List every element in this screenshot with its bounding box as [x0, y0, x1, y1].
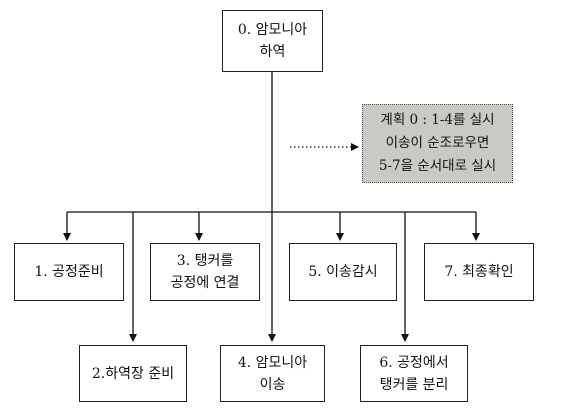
- node-0-line2: 하역: [259, 44, 286, 60]
- plan-note-line2: 이송이 순조로우면: [385, 135, 490, 151]
- node-2-dock-prep: 2.하역장 준비: [79, 345, 187, 402]
- plan-note: 계획 0 : 1-4를 실시 이송이 순조로우면 5-7을 순서대로 실시: [362, 104, 513, 183]
- node-6-disconnect-tanker: 6. 공정에서 탱커를 분리: [360, 345, 468, 402]
- plan-note-line3: 5-7을 순서대로 실시: [378, 158, 497, 174]
- node-7-line1: 7. 최종확인: [444, 264, 514, 280]
- node-0-line1: 0. 암모니아: [237, 22, 308, 38]
- node-1-line1: 1. 공정준비: [34, 264, 104, 280]
- node-2-line1: 2.하역장 준비: [91, 365, 175, 382]
- node-1-process-prep: 1. 공정준비: [14, 243, 124, 301]
- node-5-line1: 5. 이송감시: [308, 264, 378, 280]
- node-4-ammonia-transfer: 4. 암모니아 이송: [220, 345, 325, 402]
- node-3-connect-tanker: 3. 탱커를 공정에 연결: [150, 243, 260, 301]
- node-6-line1: 6. 공정에서: [379, 354, 449, 371]
- node-4-line2: 이송: [259, 376, 286, 393]
- node-7-final-check: 7. 최종확인: [424, 243, 534, 301]
- node-3-line1: 3. 탱커를: [176, 253, 234, 269]
- node-6-line2: 탱커를 분리: [379, 376, 449, 393]
- node-5-transfer-monitoring: 5. 이송감시: [289, 243, 397, 301]
- plan-note-line1: 계획 0 : 1-4를 실시: [380, 112, 495, 128]
- node-4-line1: 4. 암모니아: [237, 354, 308, 371]
- node-3-line2: 공정에 연결: [170, 275, 240, 291]
- node-0-ammonia-unloading: 0. 암모니아 하역: [222, 10, 323, 72]
